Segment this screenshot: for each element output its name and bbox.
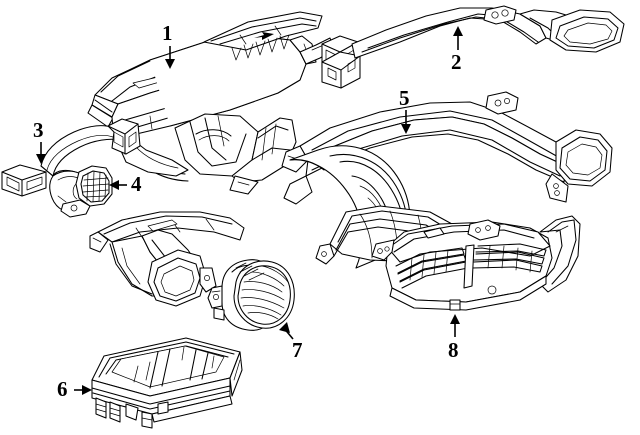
callout-label-3: 3 bbox=[33, 118, 44, 142]
part-6-cabin-air-filter-housing bbox=[91, 337, 243, 429]
part-3-left-side-air-outlet-duct bbox=[1, 118, 141, 218]
callout-label-8: 8 bbox=[448, 338, 459, 362]
callout-label-4: 4 bbox=[131, 172, 142, 196]
part-8-center-instrument-panel-vent-grille bbox=[371, 215, 581, 311]
part-4-side-air-outlet-grille bbox=[72, 165, 113, 207]
part-1-instrument-panel-air-distributor-duct bbox=[87, 34, 335, 195]
part-2-side-window-defroster-duct bbox=[321, 5, 625, 89]
callout-leaders bbox=[36, 26, 463, 395]
callout-label-7: 7 bbox=[292, 338, 303, 362]
part-5-case-outlet-duct bbox=[89, 211, 245, 307]
callout-label-1: 1 bbox=[162, 21, 173, 45]
part-7-blower-motor-assembly bbox=[207, 259, 295, 331]
part-5-floor-air-distribution-duct bbox=[281, 91, 613, 205]
callout-label-2: 2 bbox=[451, 50, 462, 74]
callout-label-5: 5 bbox=[399, 86, 410, 110]
callout-label-6: 6 bbox=[57, 377, 68, 401]
